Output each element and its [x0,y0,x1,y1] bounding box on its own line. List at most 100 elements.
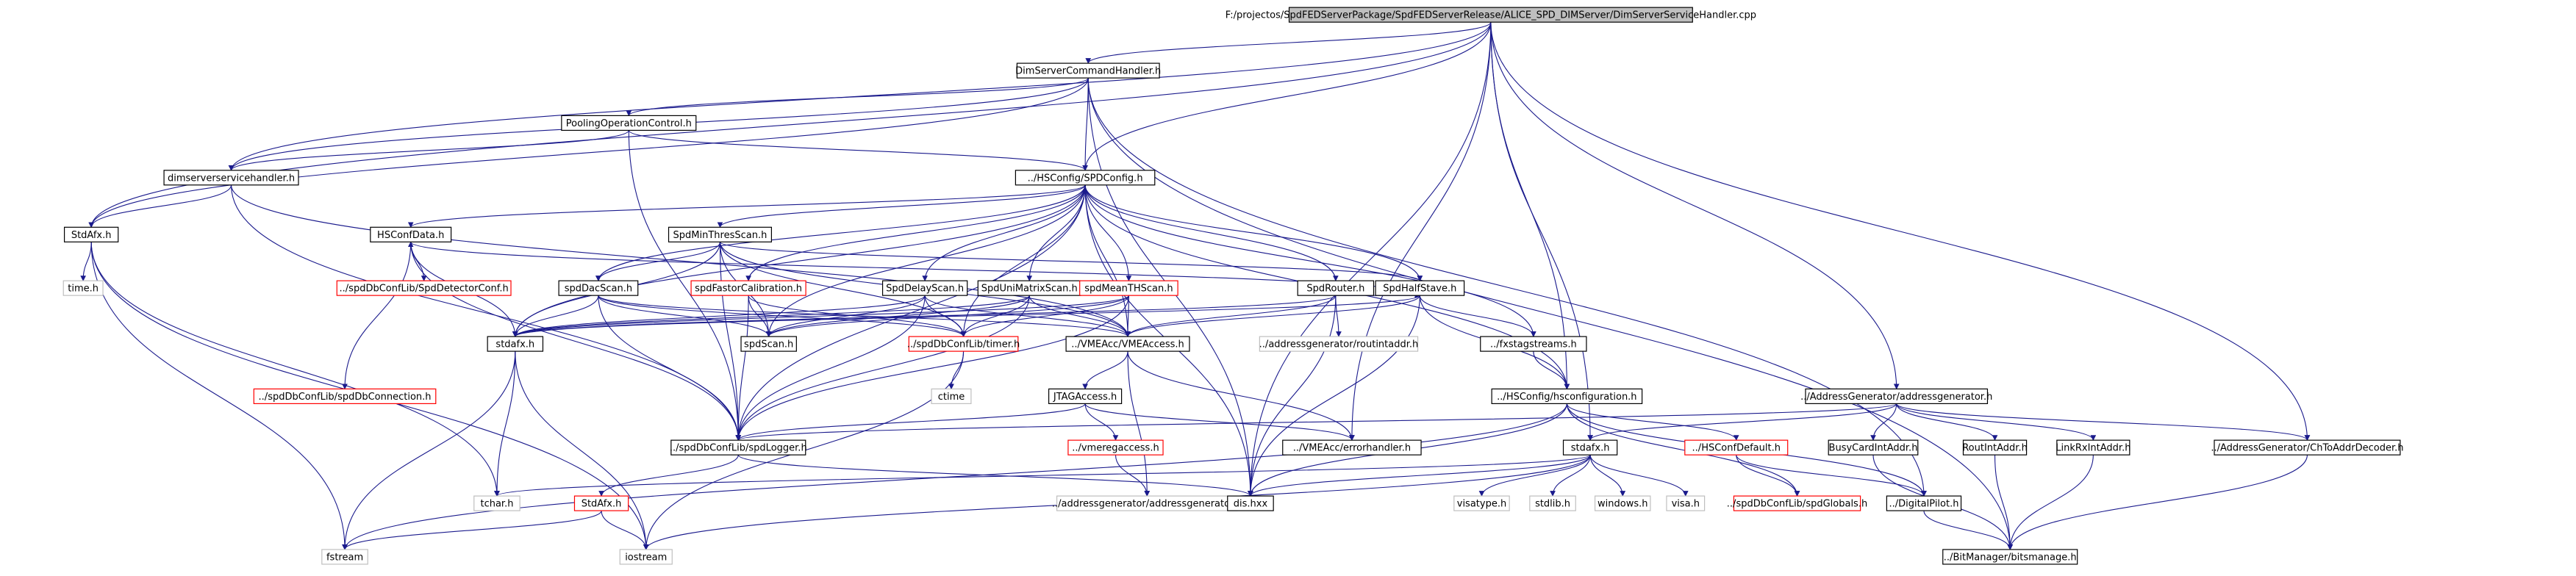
node-box [2214,439,2401,456]
node-visah[interactable]: visa.h [1666,495,1706,511]
node-box [1067,439,1164,456]
edge-line [765,295,1030,337]
edge-line [1087,78,1927,497]
node-box [690,280,806,296]
node-windows[interactable]: windows.h [1594,495,1651,511]
edge-spdfastor-to-spdscan [748,295,772,337]
edge-line [1028,295,1131,337]
node-spdminthres[interactable]: SpdMinThresScan.h [668,226,773,242]
edge-line [1125,295,1337,337]
edge-line [342,403,1567,550]
edge-spdconfig-to-spdfastor [745,184,1086,281]
node-addrgen2[interactable]: ../addressgenerator/addressgenerator.h [1052,495,1242,511]
node-label: RoutIntAddr.h [1962,443,2028,454]
edge-line [628,130,742,441]
node-spdlogger[interactable]: ../spdDbConfLib/spdLogger.h [670,439,807,456]
edge-line [748,295,772,337]
node-spdglobals[interactable]: ../spdDbConfLib/spdGlobals.h [1727,495,1867,511]
node-spdrouter[interactable]: SpdRouter.h [1297,280,1375,296]
edge-root-to-dishxx [1248,22,1492,497]
edge-line [1478,455,1591,497]
node-box [1453,495,1510,511]
node-vmeregaccess[interactable]: ../vmeregaccess.h [1067,439,1164,456]
edge-line [88,184,232,228]
edge-dimcmd-to-pooling [626,77,1089,117]
node-dimsvc[interactable]: dimserverservicehandler.h [163,170,299,186]
node-tcharh[interactable]: tchar.h [473,495,520,511]
node-hsconfig[interactable]: ../HSConfig/hsconfiguration.h [1491,388,1643,405]
edge-line [598,295,772,337]
node-hsconfdata[interactable]: HSConfData.h [370,226,452,242]
node-hsconfdefault[interactable]: ../HSConfDefault.h [1684,439,1789,456]
edge-spdunimatrix-to-spdlogger [735,295,1030,441]
node-spddelay[interactable]: SpdDelayScan.h [881,280,968,296]
edge-stdafx3-to-dishxx [1248,454,1591,497]
node-vmeaccess[interactable]: ../VMEAcc/VMEAccess.h [1065,336,1190,352]
node-box [1805,388,1989,405]
node-busycard[interactable]: BusyCardIntAddr.h [1828,439,1919,456]
node-spdscan[interactable]: spdScan.h [740,336,797,352]
edge-line [512,295,1129,337]
node-routintaddr[interactable]: ../addressgenerator/routintaddr.h [1259,336,1419,352]
node-box [573,495,629,511]
node-fstream[interactable]: fstream [321,549,368,565]
node-bitsmanage[interactable]: ../BitManager/bitsmanage.h [1942,549,2078,565]
node-vmeerror[interactable]: ../VMEAcc/errorhandler.h [1282,439,1422,456]
node-label: stdafx.h [1571,443,1610,454]
node-dimcmd[interactable]: DimServerCommandHandler.h [1015,62,1161,79]
node-visatype[interactable]: visatype.h [1453,495,1510,511]
node-digitalpilot[interactable]: ../DigitalPilot.h [1886,495,1962,511]
edge-line [512,295,599,337]
edge-dimcmd-to-stdafx1 [88,78,1089,228]
edge-root-to-chtoaddr [1490,22,2311,441]
node-stdafx4[interactable]: StdAfx.h [573,495,629,511]
edge-stdafx1-to-timeh [80,242,92,281]
node-jtag[interactable]: JTAGAccess.h [1048,388,1123,405]
edge-addrgen-to-spdlogger [735,403,1897,441]
node-dishxx[interactable]: dis.hxx [1227,495,1274,511]
edge-line [1084,403,1355,441]
edge-line [1115,455,1151,497]
edge-spdmeanth-to-stdafx2 [512,295,1129,337]
edge-spdrouter-to-routintaddr [1335,295,1342,337]
edge-line [90,242,500,497]
node-box [1259,336,1419,352]
node-spddacscan[interactable]: spdDacScan.h [558,280,639,296]
node-box [670,439,806,456]
node-stdafx1[interactable]: StdAfx.h [63,226,119,242]
node-fstreamsfx[interactable]: ../fxstagstreams.h [1480,336,1587,352]
node-root[interactable]: F:/projectos/SpdFEDServerPackage/SpdFEDS… [1226,7,1756,23]
edge-line [512,295,1420,337]
edge-line [1248,295,1420,497]
edge-line [1589,455,1689,497]
edge-spdconfig-to-vmeaccess [1084,184,1131,337]
node-spdmeanth[interactable]: spdMeanTHScan.h [1079,280,1178,296]
edge-vmeaccess-to-addrgen2 [1127,351,1151,497]
node-chtoaddr[interactable]: ../AddressGenerator/ChToAddrDecoder.h [2211,439,2404,456]
node-pooling[interactable]: PoolingOperationControl.h [561,115,697,131]
node-linkrx[interactable]: LinkRxIntAddr.h [2056,439,2130,456]
node-spdconfig[interactable]: ../HSConfig/SPDConfig.h [1015,170,1156,186]
node-spdfastor[interactable]: spdFastorCalibration.h [690,280,806,296]
node-spddbconn[interactable]: ../spdDbConfLib/spdDbConnection.h [253,388,437,405]
edge-vmeregaccess-to-addrgen2 [1115,455,1151,497]
node-box [253,388,437,405]
node-spddetconf[interactable]: ../spdDbConfLib/SpdDetectorConf.h [336,280,512,296]
node-stdafx3[interactable]: stdafx.h [1562,439,1618,456]
node-stdlib[interactable]: stdlib.h [1529,495,1576,511]
node-routintaddrh[interactable]: RoutIntAddr.h [1962,439,2028,456]
node-timeh[interactable]: time.h [62,280,104,296]
edge-spdconfig-to-spdmeanth [1084,184,1132,281]
edge-spdrouter-to-stdafx2 [512,295,1337,337]
node-addrgen[interactable]: ../AddressGenerator/addressgenerator.h [1800,388,1992,405]
node-ctime[interactable]: ctime [931,388,972,405]
edge-line [924,295,1131,337]
node-spdunimatrix[interactable]: SpdUniMatrixScan.h [977,280,1081,296]
edge-stdafx3-to-stdlib [1550,455,1591,497]
edge-spdunimatrix-to-spdscan [765,295,1030,337]
node-spdhalfstave[interactable]: SpdHalfStave.h [1375,280,1465,296]
node-timerh[interactable]: ../spdDbConfLib/timer.h [907,336,1020,352]
node-iostream[interactable]: iostream [619,549,673,565]
node-stdafx2[interactable]: stdafx.h [487,336,544,352]
edge-line [1085,21,1492,64]
